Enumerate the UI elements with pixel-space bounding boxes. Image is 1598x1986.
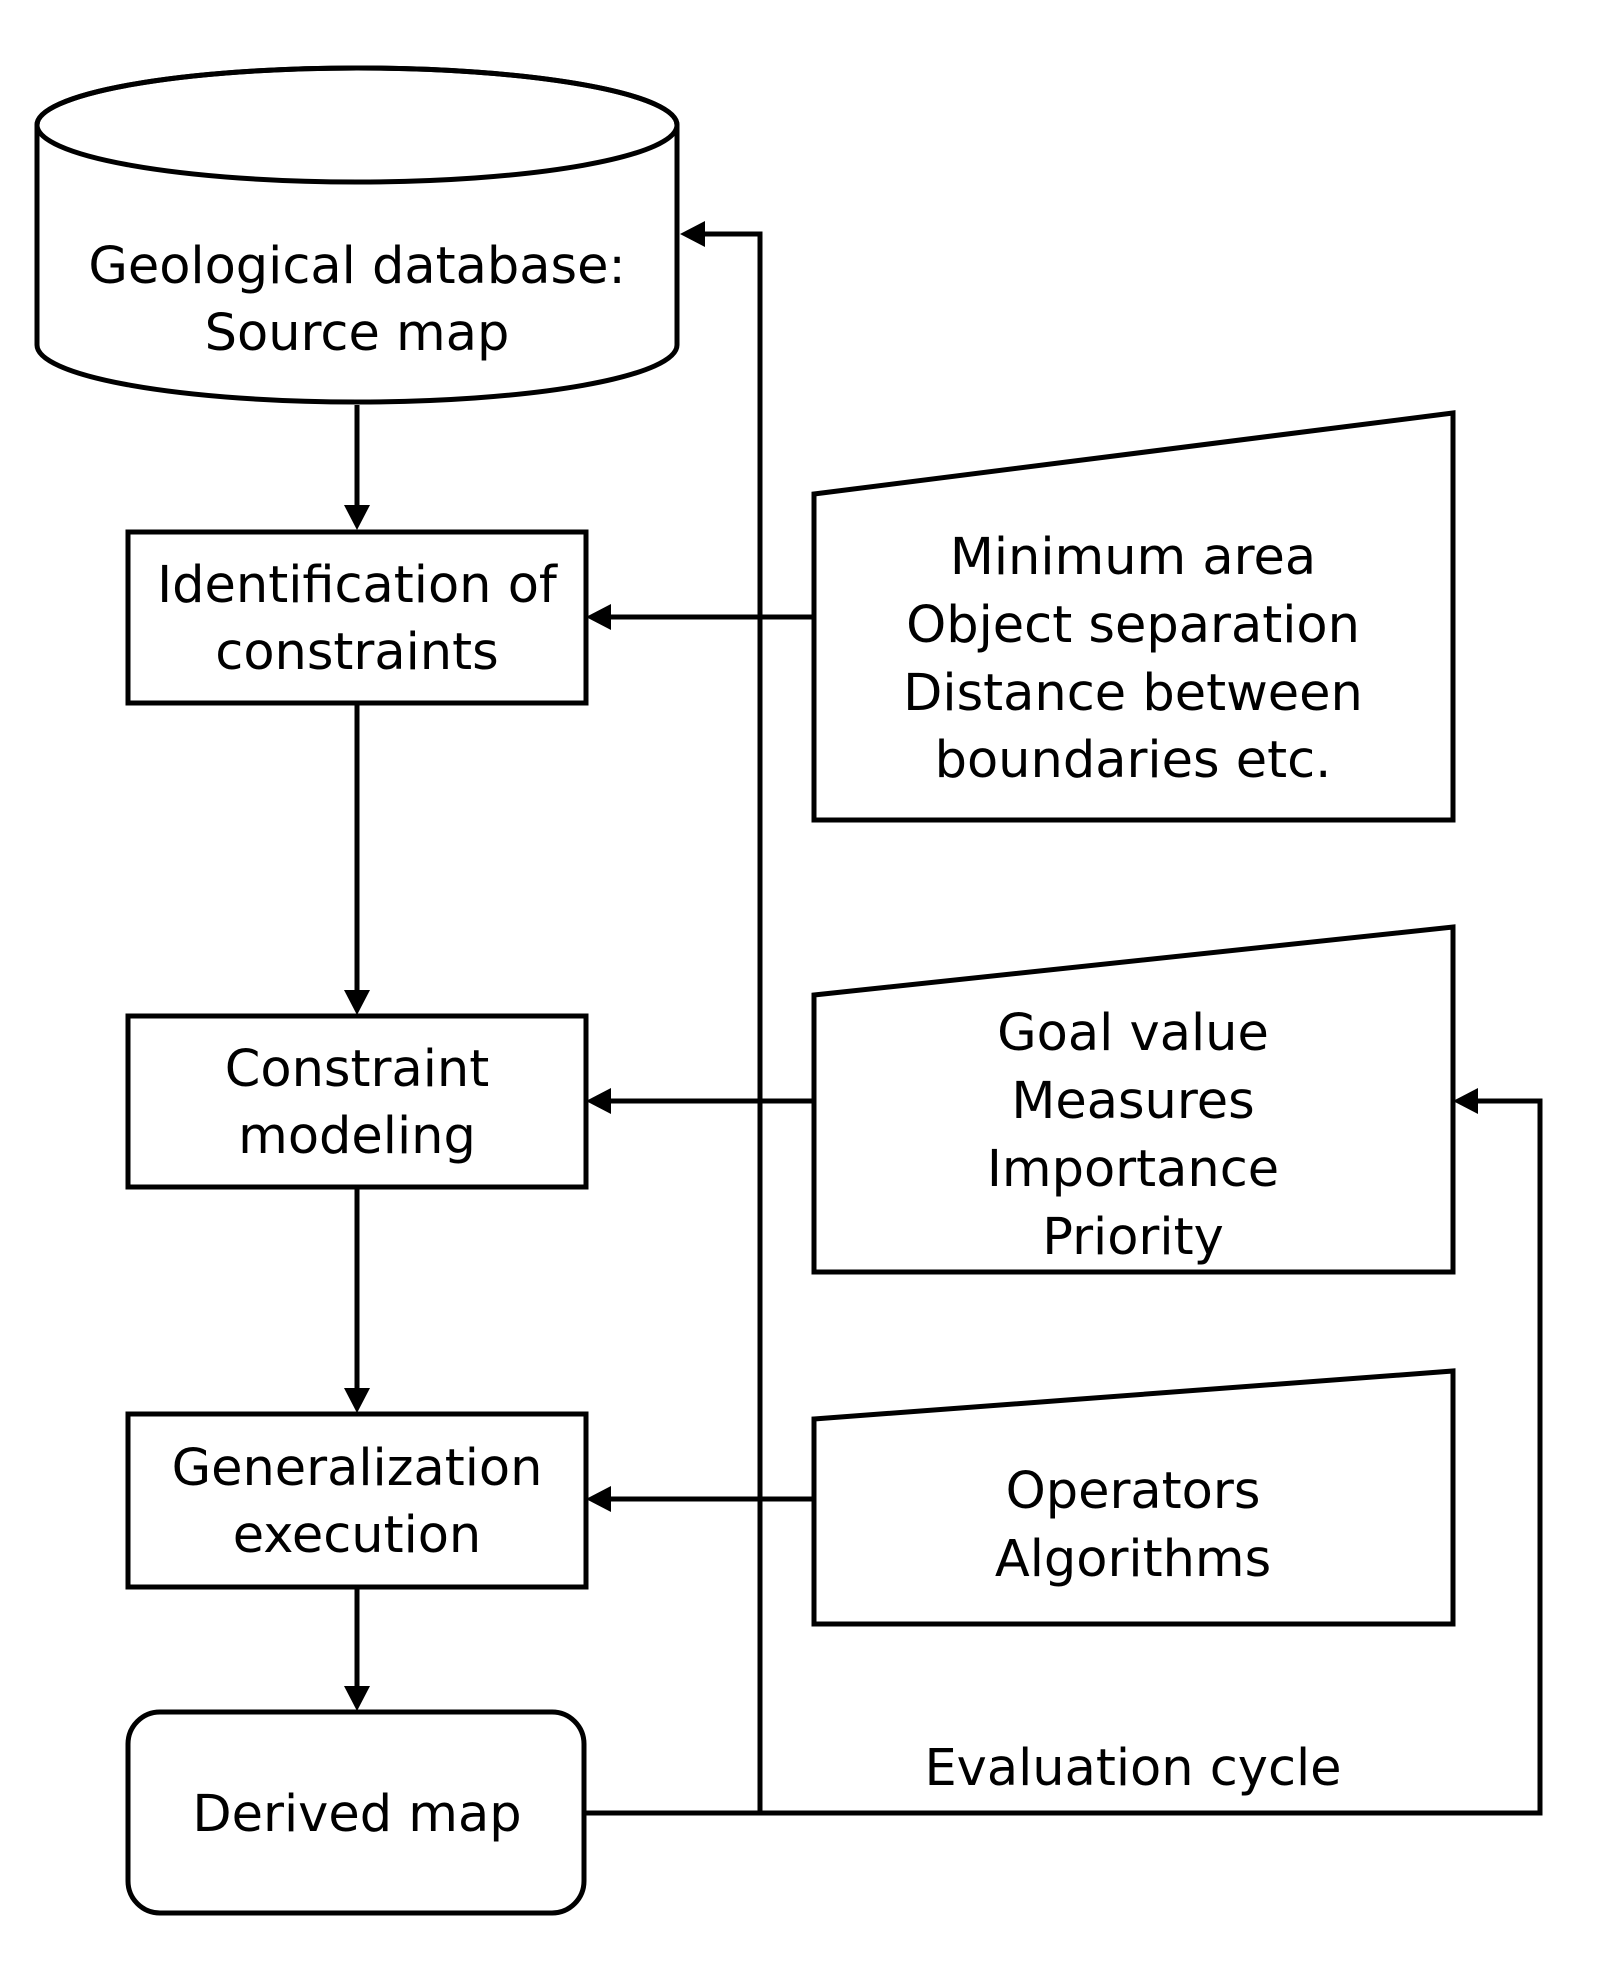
arrowhead-modeling-input xyxy=(586,1088,611,1114)
geological-database-node: Geological database: Source map xyxy=(34,65,680,405)
execution-tools-line-1: Operators xyxy=(1006,1462,1261,1521)
execution-tools-line-2: Algorithms xyxy=(995,1530,1271,1589)
database-label-line-2: Source map xyxy=(205,304,510,363)
arrowhead-execution xyxy=(344,1388,370,1413)
modeling-params-line-2: Measures xyxy=(1011,1072,1254,1131)
derived-map-node: Derived map xyxy=(125,1709,587,1916)
constraints-list-line-1: Minimum area xyxy=(950,528,1316,587)
arrowhead-identification-input xyxy=(586,604,611,630)
modeling-params-line-4: Priority xyxy=(1042,1208,1224,1267)
evaluation-cycle-label: Evaluation cycle xyxy=(924,1739,1341,1798)
arrowhead-identification xyxy=(344,505,370,530)
execution-label-line-1: Generalization xyxy=(172,1439,543,1498)
connectors xyxy=(344,221,1543,1816)
execution-tools-input: Operators Algorithms xyxy=(811,1368,1456,1627)
arrowhead-derived xyxy=(344,1686,370,1711)
identification-node: Identification of constraints xyxy=(125,529,589,706)
feedback-to-database-line xyxy=(703,231,763,1813)
arrowhead-modeling xyxy=(344,990,370,1015)
modeling-params-input: Goal value Measures Importance Priority xyxy=(811,924,1456,1275)
arrowhead-evaluation-return xyxy=(1453,1088,1478,1114)
generalization-execution-node: Generalization execution xyxy=(125,1411,589,1590)
derived-label: Derived map xyxy=(192,1785,521,1844)
constraints-list-line-4: boundaries etc. xyxy=(935,731,1332,790)
arrowhead-database-feedback xyxy=(680,221,705,247)
constraint-modeling-node: Constraint modeling xyxy=(125,1013,589,1190)
database-label-line-1: Geological database: xyxy=(88,237,625,296)
modeling-label-line-2: modeling xyxy=(238,1107,476,1166)
modeling-params-line-1: Goal value xyxy=(997,1004,1269,1063)
constraints-list-input: Minimum area Object separation Distance … xyxy=(811,410,1456,823)
identification-label-line-1: Identification of xyxy=(157,556,558,615)
evaluation-cycle-line xyxy=(584,1098,1543,1816)
identification-label-line-2: constraints xyxy=(215,623,498,682)
modeling-params-line-3: Importance xyxy=(987,1140,1279,1199)
arrowhead-execution-input xyxy=(586,1486,611,1512)
modeling-label-line-1: Constraint xyxy=(225,1040,489,1099)
constraints-list-line-2: Object separation xyxy=(906,596,1360,655)
execution-label-line-2: execution xyxy=(233,1506,482,1565)
constraints-list-line-3: Distance between xyxy=(903,664,1363,723)
